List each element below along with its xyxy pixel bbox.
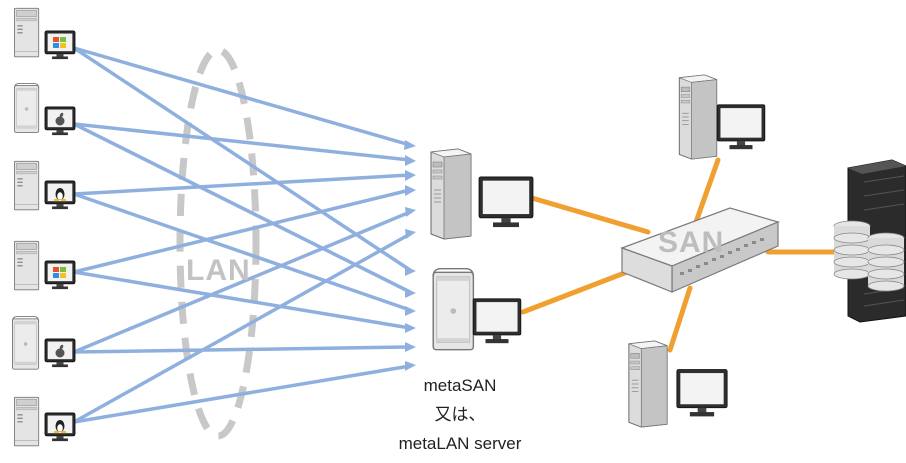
linux-tux-icon: [54, 188, 66, 202]
lan-boundary-ellipse: [176, 46, 260, 440]
san-workstation-top: [678, 74, 766, 160]
client-windows-2: [14, 240, 76, 291]
san-links: [520, 157, 845, 353]
client-mac-2: [12, 316, 76, 370]
san-label: SAN: [658, 226, 724, 259]
storage-array: [833, 159, 906, 323]
metasan-server-bottom: [432, 268, 522, 351]
client-linux-1: [14, 160, 76, 211]
san-workstation-bottom: [628, 340, 728, 428]
apple-logo-icon: [55, 344, 65, 358]
server-caption: metaSAN 又は、 metaLAN server: [370, 371, 550, 458]
lan-arrowheads: [404, 140, 416, 371]
lan-links: [73, 46, 411, 424]
client-mac-1: [14, 82, 76, 136]
lan-label: LAN: [186, 254, 251, 287]
apple-logo-icon: [55, 112, 65, 126]
server-caption-line2: 又は、: [434, 405, 486, 424]
san-switch: [620, 207, 780, 293]
client-linux-2: [14, 396, 76, 447]
server-caption-line3: metaLAN server: [398, 434, 522, 453]
metasan-server-top: [430, 148, 534, 240]
server-caption-line1: metaSAN: [423, 376, 497, 395]
client-windows-1: [14, 7, 76, 60]
linux-tux-icon: [54, 420, 66, 434]
windows-logo-icon: [53, 37, 66, 48]
disk-stack-icon: [833, 220, 905, 292]
windows-logo-icon: [53, 267, 66, 278]
